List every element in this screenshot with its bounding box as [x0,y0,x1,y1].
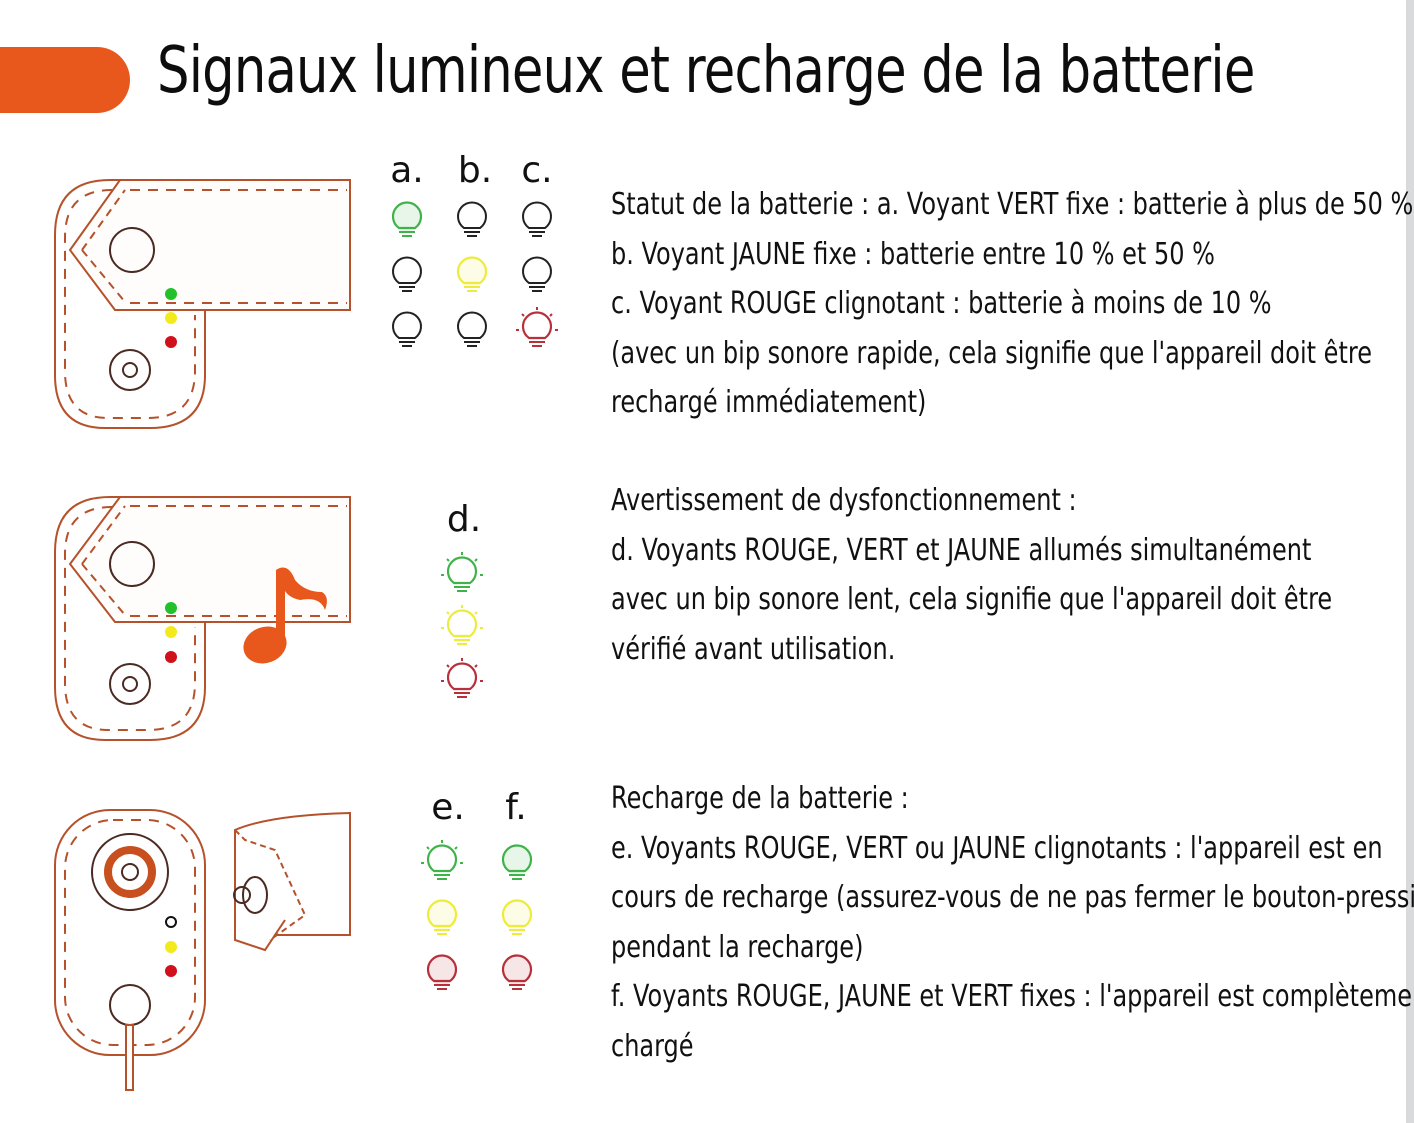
indicator-bulb-icon [426,954,458,990]
indicator-bulb-icon [456,256,488,292]
indicator-bulb-icon [392,256,422,292]
device-illustration-alarm [54,496,351,741]
text-line: rechargé immédiatement) [611,385,927,420]
text-line: b. Voyant JAUNE fixe : batterie entre 10… [611,236,1215,272]
indicator-bulb-icon [441,552,483,592]
text-line: Statut de la batterie : a. Voyant VERT f… [611,187,1414,222]
led-yellow [165,941,177,953]
text-line: d. Voyants ROUGE, VERT et JAUNE allumés … [611,532,1312,568]
text-line: e. Voyants ROUGE, VERT ou JAUNE clignota… [611,830,1383,866]
label-a: a. [390,150,424,191]
led-red [165,651,177,663]
indicator-bulb-icon [457,201,487,237]
text-line: cours de recharge (assurez-vous de ne pa… [611,880,1414,915]
indicator-bulb-icon [457,311,487,347]
text-line: avec un bip sonore lent, cela signifie q… [611,582,1333,617]
led-green [165,602,177,614]
label-c: c. [521,150,553,191]
led-red [165,965,177,977]
label-e: e. [431,787,465,828]
label-b: b. [457,150,493,191]
indicator-bulb-icon [426,899,458,935]
indicator-bulb-icon [441,605,483,645]
led-yellow [165,312,177,324]
indicator-bulb-icon [522,201,552,237]
text-line: chargé [611,1028,694,1064]
label-f: f. [505,787,527,828]
led-green [165,288,177,300]
music-note-icon [243,567,327,664]
charging-plug [109,984,151,1026]
indicator-bulb-icon [441,658,483,698]
bulb-grid-charging [421,840,533,990]
text-charging: Recharge de la batterie : e. Voyants ROU… [611,774,1414,1071]
charging-cable [125,1024,134,1091]
text-line: vérifié avant utilisation. [611,631,896,667]
label-d: d. [446,499,482,540]
indicator-bulb-icon [392,311,422,347]
device-illustration-charging [54,809,351,1091]
title-accent-bar [0,47,130,113]
text-line: pendant la recharge) [611,929,864,965]
indicator-bulb-icon [421,840,463,880]
page-title: Signaux lumineux et recharge de la batte… [157,34,1255,108]
indicator-bulb-icon [501,954,533,990]
bulb-grid-malfunction [441,552,483,698]
text-line: Recharge de la batterie : [611,781,909,816]
indicator-bulb-icon [522,256,552,292]
text-line: (avec un bip sonore rapide, cela signifi… [611,335,1372,371]
page-edge [1406,0,1414,1123]
indicator-bulb-icon [501,844,533,880]
led-yellow [165,626,177,638]
text-line: f. Voyants ROUGE, JAUNE et VERT fixes : … [611,979,1414,1014]
led-off [165,916,177,928]
text-line: Avertissement de dysfonctionnement : [611,483,1077,518]
indicator-bulb-icon [501,899,533,935]
led-red [165,336,177,348]
bulb-grid-status [391,201,558,347]
text-malfunction: Avertissement de dysfonctionnement : d. … [611,476,1332,674]
text-line: c. Voyant ROUGE clignotant : batterie à … [611,286,1272,321]
text-battery-status: Statut de la batterie : a. Voyant VERT f… [611,180,1413,428]
indicator-bulb-icon [516,307,558,347]
device-illustration-folded [54,179,351,429]
indicator-bulb-icon [391,201,423,237]
